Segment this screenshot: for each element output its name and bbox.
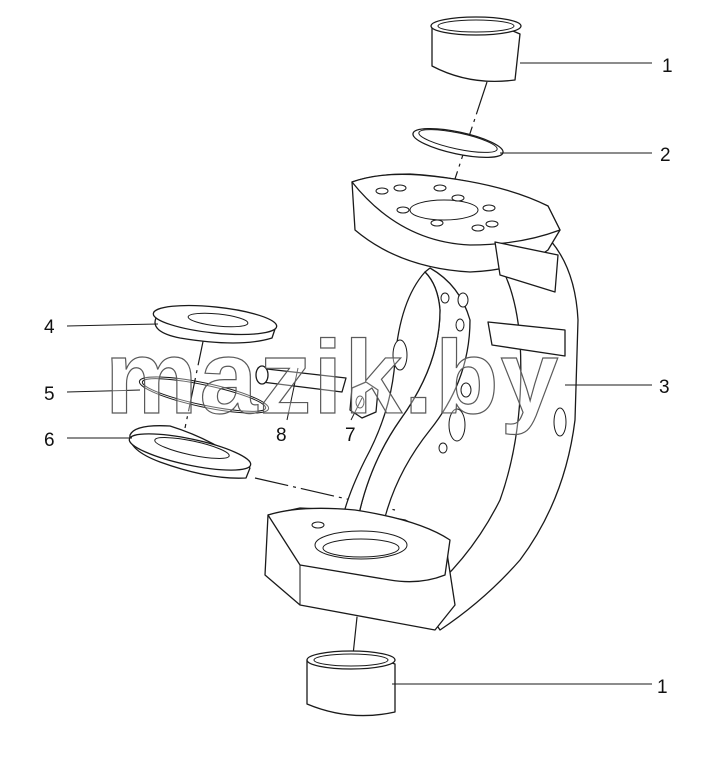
knuckle-housing	[264, 173, 579, 631]
callout-7: 7	[345, 425, 356, 446]
bushing-upper	[430, 16, 522, 83]
bushing-lower	[306, 650, 396, 717]
watermark-text: mazik.by	[105, 320, 560, 436]
callout-3: 3	[659, 377, 670, 398]
callout-4: 4	[44, 317, 55, 338]
callout-1-top: 1	[662, 56, 673, 77]
seal-ring-top	[412, 127, 504, 159]
seal-lower	[128, 425, 252, 479]
callout-6: 6	[44, 430, 55, 451]
o-ring	[138, 376, 270, 414]
callout-5: 5	[44, 384, 55, 405]
callout-1-bottom: 1	[657, 677, 668, 698]
callout-labels: 1 2 3 4 5 6 7 8 1	[44, 56, 673, 698]
leader-lines	[66, 62, 652, 685]
callout-2: 2	[660, 145, 671, 166]
thrust-washer	[152, 304, 278, 344]
callout-8: 8	[276, 425, 287, 446]
